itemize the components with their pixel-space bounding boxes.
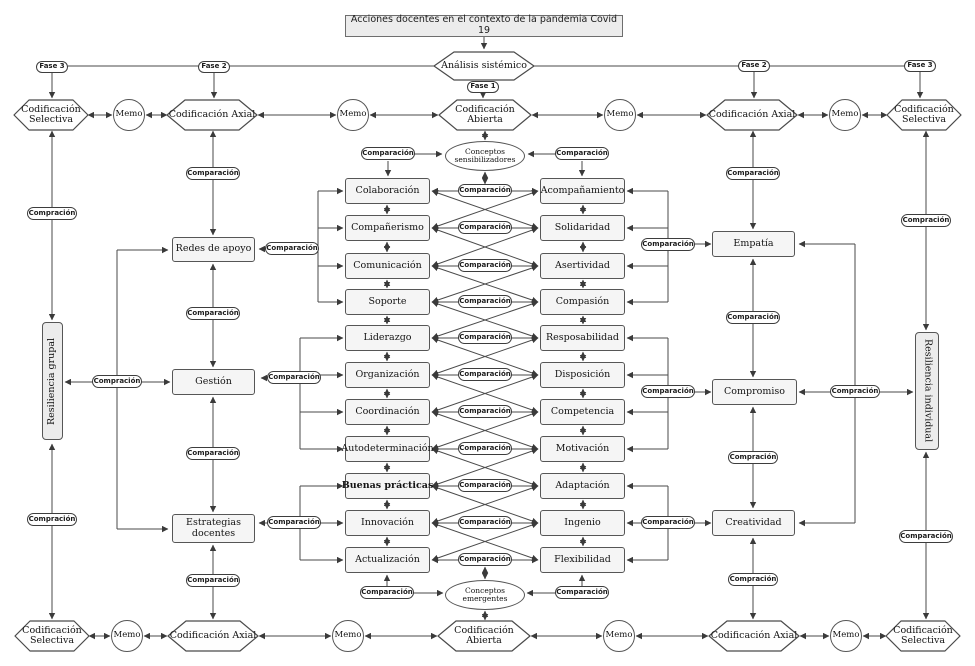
concept-motivacion: Motivación [540, 436, 625, 462]
cmp-pill-row-4: Comparación [458, 295, 512, 308]
cmp-pill-far-right-upper: Compración [901, 214, 951, 227]
memo-circle-bottom-4: Memo [830, 620, 862, 652]
memo-circle-bottom-2: Memo [332, 620, 364, 652]
hex-codificacion-axial-top-right: Codificación Axial [708, 108, 796, 120]
core-resiliencia-grupal: Resiliencia grupal [42, 322, 63, 440]
cmp-pill-far-left-lower: Compración [27, 513, 77, 526]
hex-codificacion-selectiva-bottom-right: Codificación Selectiva [893, 624, 953, 646]
ellipse-conceptos-emergentes: Conceptos emergentes [445, 580, 525, 610]
concept-compasion: Compasión [540, 289, 625, 315]
hex-analisis-sistemico: Análisis sistémico [441, 59, 527, 71]
cmp-pill-far-right-lower: Comparación [899, 530, 953, 543]
cmp-pill-group-left-3: Comparación [267, 516, 321, 529]
concept-organizacion: Organización [345, 362, 430, 388]
cmp-pill-left-col-3: Comparación [186, 447, 240, 460]
phase-pill-fase2-top-left: Fase 2 [198, 61, 230, 73]
concept-competencia: Competencia [540, 399, 625, 425]
cmp-pill-group-right-1: Comparación [641, 238, 695, 251]
cmp-pill-left-col-1: Comparación [186, 167, 240, 180]
concept-buenas-practicas: Buenas prácticas [342, 473, 433, 499]
cmp-pill-group-right-2: Comparación [641, 385, 695, 398]
memo-circle-top-4: Memo [829, 99, 861, 131]
concept-flexibilidad: Flexibilidad [540, 547, 625, 573]
ellipse-conceptos-sensibilizadores: Conceptos sensibilizadores [445, 141, 525, 171]
cmp-pill-right-col-3: Compración [728, 451, 778, 464]
phase-pill-fase3-top-left: Fase 3 [36, 61, 68, 73]
hex-codificacion-abierta-top: Codificación Abierta [455, 103, 515, 125]
concept-soporte: Soporte [345, 289, 430, 315]
cmp-pill-row-1: Comparación [458, 184, 512, 197]
concept-companerismo: Compañerismo [345, 215, 430, 241]
concept-ingenio: Ingenio [540, 510, 625, 536]
cmp-pill-right-col-1: Comparación [726, 167, 780, 180]
concept-solidaridad: Solidaridad [540, 215, 625, 241]
cmp-pill-group-left-1: Comparación [265, 242, 319, 255]
category-empatia: Empatía [712, 231, 795, 257]
hex-codificacion-selectiva-bottom-left: Codificación Selectiva [22, 624, 82, 646]
memo-circle-top-3: Memo [604, 99, 636, 131]
hex-codificacion-abierta-bottom: Codificación Abierta [454, 624, 514, 646]
category-gestion: Gestión [172, 369, 255, 395]
concept-disposicion: Disposición [540, 362, 625, 388]
concept-colaboracion: Colaboración [345, 178, 430, 204]
diagram-title: Acciones docentes en el contexto de la p… [345, 15, 623, 37]
concept-actualizacion: Actualización [345, 547, 430, 573]
core-resiliencia-individual: Resiliencia individual [915, 332, 939, 450]
category-redes-de-apoyo: Redes de apoyo [172, 237, 255, 262]
cmp-pill-row-10: Comparación [458, 516, 512, 529]
cmp-pill-row-2: Comparación [458, 221, 512, 234]
cmp-pill-row-6: Comparación [458, 368, 512, 381]
concept-innovacion: Innovación [345, 510, 430, 536]
cmp-pill-emer-right: Comparación [555, 586, 609, 599]
phase-pill-fase3-top-right: Fase 3 [904, 60, 936, 72]
cmp-pill-sens-left: Comparación [361, 147, 415, 160]
concept-liderazgo: Liderazgo [345, 325, 430, 351]
cmp-pill-sens-right: Comparación [555, 147, 609, 160]
concept-coordinacion: Coordinación [345, 399, 430, 425]
category-estrategias-docentes: Estrategias docentes [172, 514, 255, 543]
phase-pill-fase2-top-right: Fase 2 [738, 60, 770, 72]
cmp-pill-row-11: Comparación [458, 553, 512, 566]
memo-circle-top-1: Memo [113, 99, 145, 131]
cmp-pill-mid-right: Compración [830, 385, 880, 398]
cmp-pill-mid-left: Compración [92, 375, 142, 388]
hex-codificacion-selectiva-top-right: Codificación Selectiva [894, 103, 954, 125]
concept-asertividad: Asertividad [540, 253, 625, 279]
cmp-pill-row-9: Comparación [458, 479, 512, 492]
cmp-pill-group-right-3: Comparación [641, 516, 695, 529]
cmp-pill-right-col-2: Comparación [726, 311, 780, 324]
cmp-pill-left-col-2: Comparación [186, 307, 240, 320]
memo-circle-bottom-1: Memo [111, 620, 143, 652]
cmp-pill-row-8: Comparación [458, 442, 512, 455]
phase-pill-fase1: Fase 1 [467, 81, 499, 93]
hex-codificacion-selectiva-top-left: Codificación Selectiva [21, 103, 81, 125]
cmp-pill-group-left-2: Comparación [267, 371, 321, 384]
cmp-pill-right-col-4: Compración [728, 573, 778, 586]
cmp-pill-row-7: Comparación [458, 405, 512, 418]
category-creatividad: Creatividad [712, 510, 795, 536]
memo-circle-bottom-3: Memo [603, 620, 635, 652]
cmp-pill-row-5: Comparación [458, 331, 512, 344]
hex-codificacion-axial-top-left: Codificación Axial [168, 108, 256, 120]
concept-resposabilidad: Resposabilidad [540, 325, 625, 351]
cmp-pill-far-left-upper: Compración [27, 207, 77, 220]
memo-circle-top-2: Memo [337, 99, 369, 131]
cmp-pill-row-3: Comparación [458, 259, 512, 272]
cmp-pill-left-col-4: Comparación [186, 574, 240, 587]
cmp-pill-emer-left: Comparación [360, 586, 414, 599]
concept-autodeterminacion: Autodeterminación [341, 436, 434, 462]
concept-comunicacion: Comunicación [345, 253, 430, 279]
hex-codificacion-axial-bottom-right: Codificación Axial [710, 629, 798, 641]
concept-acompanamiento: Acompañamiento [540, 178, 625, 204]
concept-adaptacion: Adaptación [540, 473, 625, 499]
hex-codificacion-axial-bottom-left: Codificación Axial [169, 629, 257, 641]
category-compromiso: Compromiso [712, 379, 797, 405]
